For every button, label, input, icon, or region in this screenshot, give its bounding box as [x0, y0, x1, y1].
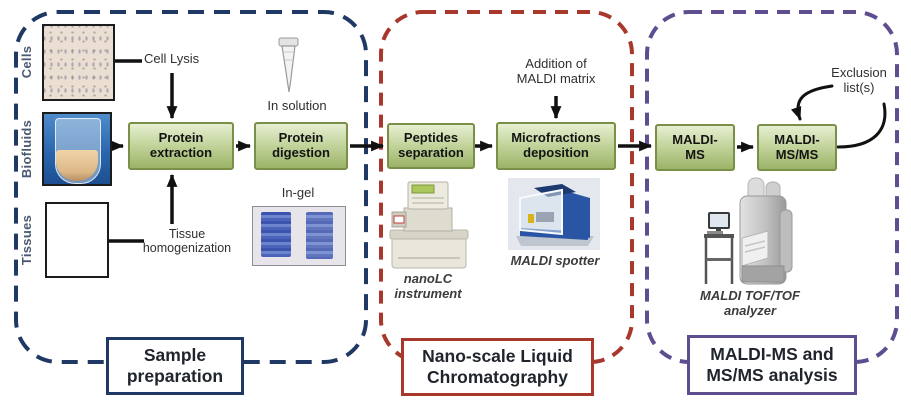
matrix-line2: MALDI matrix [516, 70, 596, 86]
maldi-msms-line1: MALDI- [774, 131, 820, 147]
sample-prep-line1: Sample [143, 345, 207, 366]
maldi-ms-line2: MS [685, 146, 705, 162]
cell-lysis-label: Cell Lysis [144, 51, 200, 66]
matrix-line1: Addition of [525, 56, 587, 71]
tissues-label: Tissues [19, 214, 34, 266]
microfractions-line1: Microfractions [511, 130, 601, 146]
exclusion-line1: Exclusion [831, 65, 887, 80]
in-gel-label: In-gel [281, 185, 315, 200]
protein-digestion-line1: Protein [278, 130, 324, 146]
tissue-homog-line2: homogenization [142, 241, 232, 255]
tissue-homogenization-label: Tissue homogenization [132, 227, 242, 255]
microfractions-line2: deposition [523, 145, 589, 160]
toftof-label-line1: MALDI TOF/TOF [700, 288, 800, 303]
spotter-label-line1: MALDI spotter [510, 253, 600, 268]
microcentrifuge-tube-icon [278, 37, 299, 93]
biofluid-tube-image [42, 112, 112, 186]
exclusion-to-msms-arrow [790, 84, 834, 121]
maldi-toftof-analyzer-image [704, 177, 793, 285]
tissues-knee-image-frame [45, 202, 109, 278]
maldi-msms-line2: MS/MS [775, 146, 819, 162]
maldi-ms-line1: MALDI- [672, 131, 718, 147]
cells-micrograph-image [42, 24, 115, 101]
in-gel-image [252, 206, 346, 266]
nanolc-instrument-image [389, 181, 469, 269]
maldi-stage-line2: MS/MS analysis [706, 365, 838, 385]
protein-extraction-line1: Protein [158, 130, 204, 146]
protein-extraction-line2: extraction [149, 145, 213, 160]
process-box-microfractions-deposition: Microfractions deposition [496, 122, 616, 170]
nanolc-label-line2: instrument [394, 285, 462, 301]
exclusion-line2: list(s) [843, 79, 875, 95]
sample-prep-line2: preparation [126, 366, 224, 386]
process-box-peptides-separation: Peptides separation [387, 123, 475, 169]
maldi-spotter-label: MALDI spotter [498, 253, 612, 269]
process-box-maldi-msms: MALDI- MS/MS [757, 124, 837, 171]
toftof-label-line2: analyzer [723, 302, 777, 318]
sample-fluid-glyph [56, 150, 98, 181]
gel-lane-2 [306, 212, 333, 259]
nanolc-instrument-label: nanoLC instrument [383, 271, 473, 302]
cells-label: Cells [19, 45, 34, 79]
stage-label-maldi-analysis: MALDI-MS and MS/MS analysis [687, 335, 857, 395]
msms-to-exclusion-curve [836, 102, 887, 149]
sample-preparation-panel-border [14, 10, 368, 364]
tissue-homog-line1: Tissue [168, 227, 206, 241]
process-box-protein-extraction: Protein extraction [128, 122, 234, 170]
nanolc-stage-line1: Nano-scale Liquid [422, 346, 573, 367]
gel-lane-1 [261, 212, 291, 257]
peptides-separation-line2: separation [398, 145, 464, 160]
stage-label-sample-preparation: Sample preparation [106, 337, 244, 395]
in-solution-label: In solution [267, 98, 327, 113]
peptides-separation-line1: Peptides [403, 130, 459, 146]
biofluids-label: Biofluids [19, 119, 34, 179]
process-box-protein-digestion: Protein digestion [254, 122, 348, 170]
maldi-stage-line1: MALDI-MS and [710, 344, 834, 365]
process-box-maldi-ms: MALDI- MS [655, 124, 735, 171]
exclusion-list-label: Exclusion list(s) [820, 65, 898, 95]
stage-label-nanolc: Nano-scale Liquid Chromatography [401, 338, 594, 396]
maldi-spotter-image [508, 178, 600, 250]
protein-digestion-line2: digestion [272, 145, 330, 160]
nanolc-stage-line2: Chromatography [427, 367, 568, 387]
matrix-addition-label: Addition of MALDI matrix [506, 56, 606, 86]
nanolc-label-line1: nanoLC [403, 271, 453, 286]
maldi-toftof-label: MALDI TOF/TOF analyzer [692, 288, 808, 319]
